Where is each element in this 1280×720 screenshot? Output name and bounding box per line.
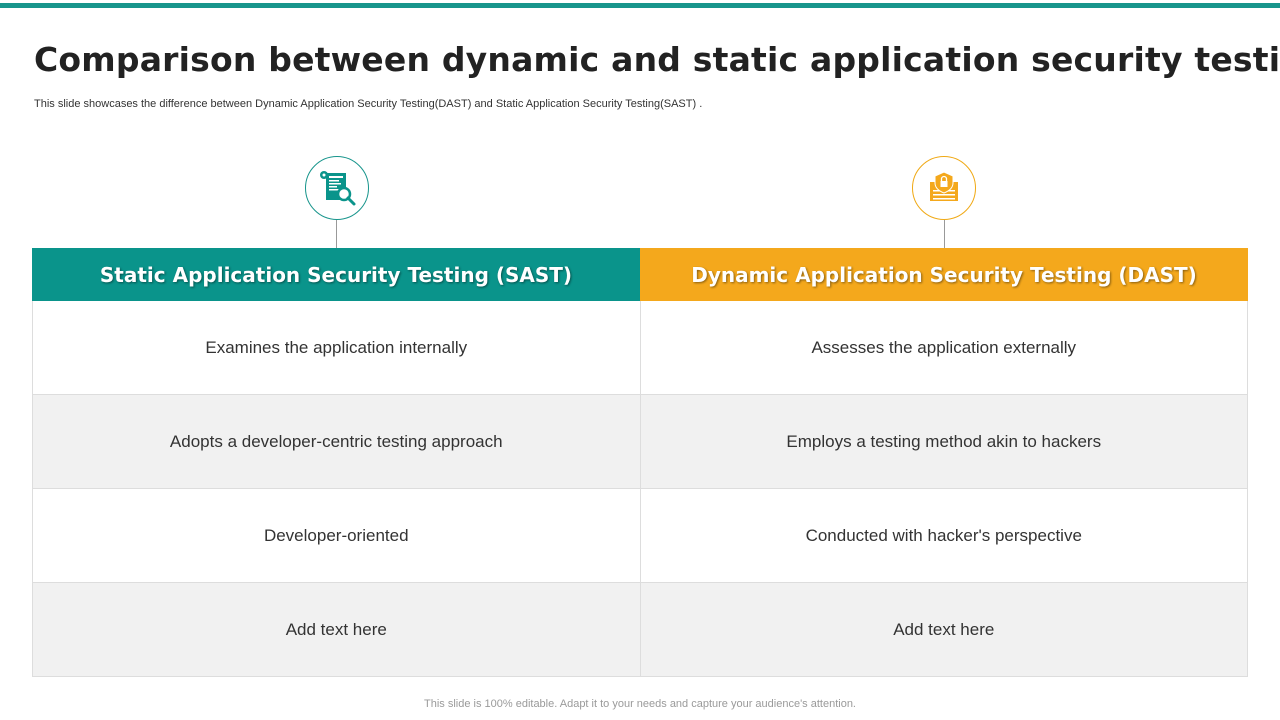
dast-header: Dynamic Application Security Testing (DA… (640, 248, 1248, 301)
dast-icon-badge (912, 156, 976, 220)
sast-icon-badge (305, 156, 369, 220)
dast-cell: Employs a testing method akin to hackers (639, 395, 1248, 488)
secure-document-lock-icon (930, 171, 958, 201)
sast-cell: Add text here (32, 583, 640, 676)
code-document-search-icon (320, 171, 356, 206)
page-title: Comparison between dynamic and static ap… (34, 40, 1280, 79)
footer-note: This slide is 100% editable. Adapt it to… (424, 698, 856, 710)
table-row: Add text here Add text here (32, 583, 1248, 677)
dast-connector-line (944, 220, 945, 248)
top-accent-bar (0, 3, 1280, 8)
dast-cell: Assesses the application externally (639, 301, 1248, 394)
sast-connector-line (336, 220, 337, 248)
sast-header: Static Application Security Testing (SAS… (32, 248, 640, 301)
comparison-table: Static Application Security Testing (SAS… (32, 248, 1248, 677)
sast-cell: Developer-oriented (32, 489, 640, 582)
table-row: Examines the application internally Asse… (32, 301, 1248, 395)
table-row: Adopts a developer-centric testing appro… (32, 395, 1248, 489)
table-header-row: Static Application Security Testing (SAS… (32, 248, 1248, 301)
dast-cell: Conducted with hacker's perspective (639, 489, 1248, 582)
dast-cell: Add text here (639, 583, 1248, 676)
sast-cell: Adopts a developer-centric testing appro… (32, 395, 640, 488)
page-subtitle: This slide showcases the difference betw… (34, 98, 703, 110)
table-row: Developer-oriented Conducted with hacker… (32, 489, 1248, 583)
sast-cell: Examines the application internally (32, 301, 640, 394)
